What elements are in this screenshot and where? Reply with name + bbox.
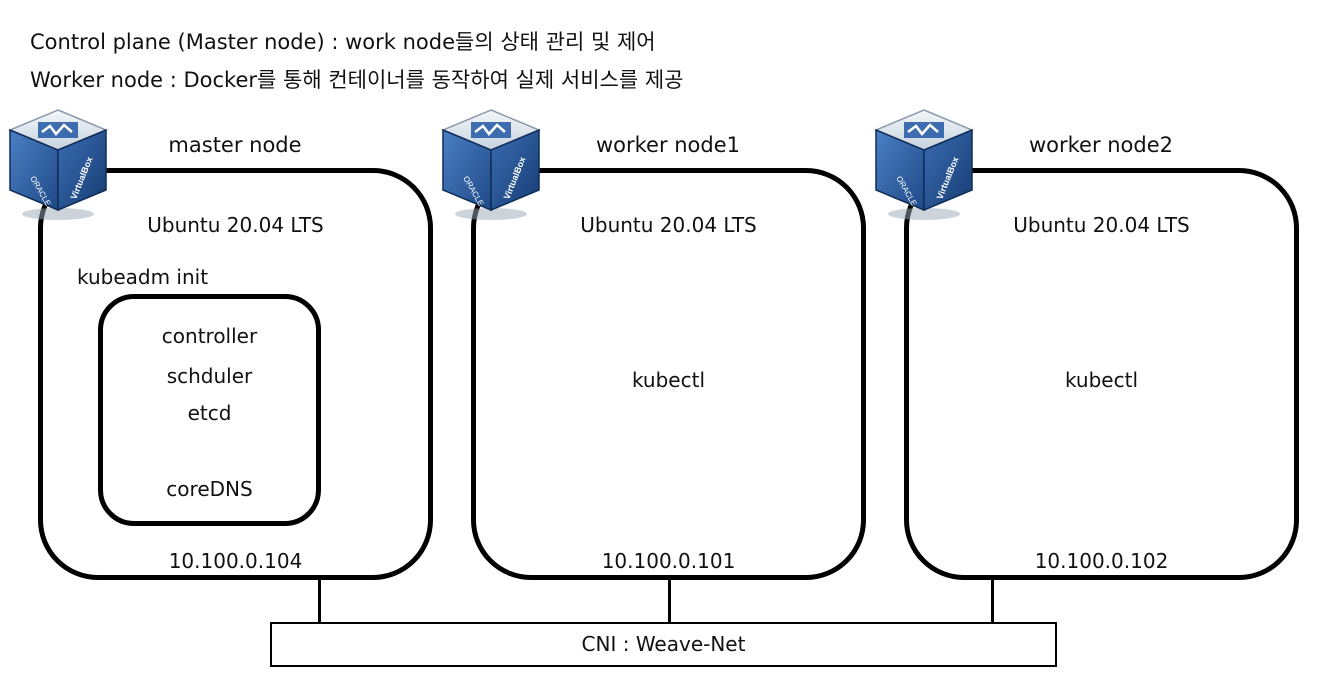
component-scheduler: schduler [166,364,253,388]
virtualbox-icon: ORACLE VirtualBox [8,109,108,220]
cni-weave-net-bar: CNI : Weave-Net [270,622,1057,667]
worker-node1-os: Ubuntu 20.04 LTS [580,213,757,237]
worker-node2-kubectl: kubectl [1064,368,1139,392]
master-node-title: master node [168,133,302,157]
worker-node1-box: Ubuntu 20.04 LTS kubectl 10.100.0.101 [471,168,866,580]
component-coredns: coreDNS [166,477,253,501]
component-etcd: etcd [187,401,232,425]
master-node-os: Ubuntu 20.04 LTS [147,213,324,237]
kubeadm-init-label: kubeadm init [77,265,209,289]
header-line-control-plane: Control plane (Master node) : work node들… [30,30,656,54]
worker-node2-title: worker node2 [1028,133,1174,157]
worker-node2-os: Ubuntu 20.04 LTS [1013,213,1190,237]
master-connector [318,578,321,622]
worker-node1-title: worker node1 [595,133,741,157]
virtualbox-icon: ORACLE VirtualBox [441,109,541,220]
worker-node2-box: Ubuntu 20.04 LTS kubectl 10.100.0.102 [904,168,1299,580]
virtualbox-icon: ORACLE VirtualBox [874,109,974,220]
component-controller: controller [161,324,258,348]
master-node-ip: 10.100.0.104 [168,549,303,573]
worker2-connector [991,578,994,622]
control-plane-components-box: controller schduler etcd coreDNS [98,294,321,526]
worker-node2-ip: 10.100.0.102 [1034,549,1169,573]
cni-label: CNI : Weave-Net [581,632,746,656]
worker-node1-kubectl: kubectl [631,368,706,392]
worker1-connector [668,578,671,622]
header-line-worker-node: Worker node : Docker를 통해 컨테이너를 동작하여 실제 서… [30,68,684,92]
worker-node1-ip: 10.100.0.101 [601,549,736,573]
